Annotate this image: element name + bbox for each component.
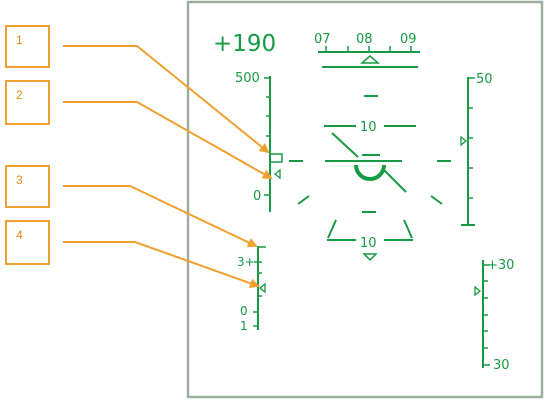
callout-number: 4 bbox=[16, 228, 23, 242]
small-scale-label-3: 3+ bbox=[237, 255, 255, 269]
callout-arrow-1 bbox=[63, 45, 270, 154]
roll-scale-top-label: +30 bbox=[487, 258, 514, 273]
callout-box-1: 1 bbox=[5, 25, 50, 68]
airspeed-readout: +190 bbox=[213, 31, 276, 57]
callout-number: 1 bbox=[16, 33, 23, 47]
pitch-caret-icon bbox=[362, 253, 378, 262]
heading-tape: 07 08 09 bbox=[314, 32, 420, 68]
altitude-bottom-label: 0 bbox=[253, 189, 261, 204]
callout-box-4: 4 bbox=[5, 220, 50, 265]
flight-path-marker bbox=[331, 132, 407, 193]
heading-caret-icon bbox=[360, 55, 380, 64]
small-scale-pointer-icon bbox=[258, 282, 266, 294]
right-scale-pointer-icon bbox=[460, 135, 468, 147]
small-scale-label-1: 1 bbox=[240, 319, 248, 333]
roll-scale: +30 30 bbox=[474, 258, 514, 373]
right-scale-top-label: 50 bbox=[476, 72, 493, 87]
altitude-pointer-icon bbox=[273, 168, 281, 180]
small-scale-label-0: 0 bbox=[240, 304, 248, 318]
callout-number: 3 bbox=[16, 173, 23, 187]
callout-arrow-2 bbox=[63, 101, 273, 179]
roll-scale-pointer-icon bbox=[474, 285, 482, 297]
right-scale: 50 bbox=[460, 72, 493, 226]
callout-arrow-3 bbox=[63, 185, 258, 248]
pitch-ladder: 10 10 bbox=[289, 95, 451, 262]
pitch-lower-label: 10 bbox=[360, 236, 377, 251]
roll-scale-bottom-label: 30 bbox=[493, 358, 510, 373]
heading-label-09: 09 bbox=[400, 32, 417, 47]
callout-box-2: 2 bbox=[5, 80, 50, 125]
pitch-upper-label: 10 bbox=[360, 120, 377, 135]
callout-box-3: 3 bbox=[5, 165, 50, 208]
altitude-bracket bbox=[270, 153, 283, 163]
altitude-scale: 500 0 bbox=[235, 71, 283, 212]
callout-number: 2 bbox=[16, 88, 23, 102]
heading-label-08: 08 bbox=[356, 32, 373, 47]
heading-label-07: 07 bbox=[314, 32, 331, 47]
altitude-top-label: 500 bbox=[235, 71, 260, 86]
callout-leaders bbox=[63, 45, 273, 289]
callout-arrow-4 bbox=[63, 241, 260, 289]
